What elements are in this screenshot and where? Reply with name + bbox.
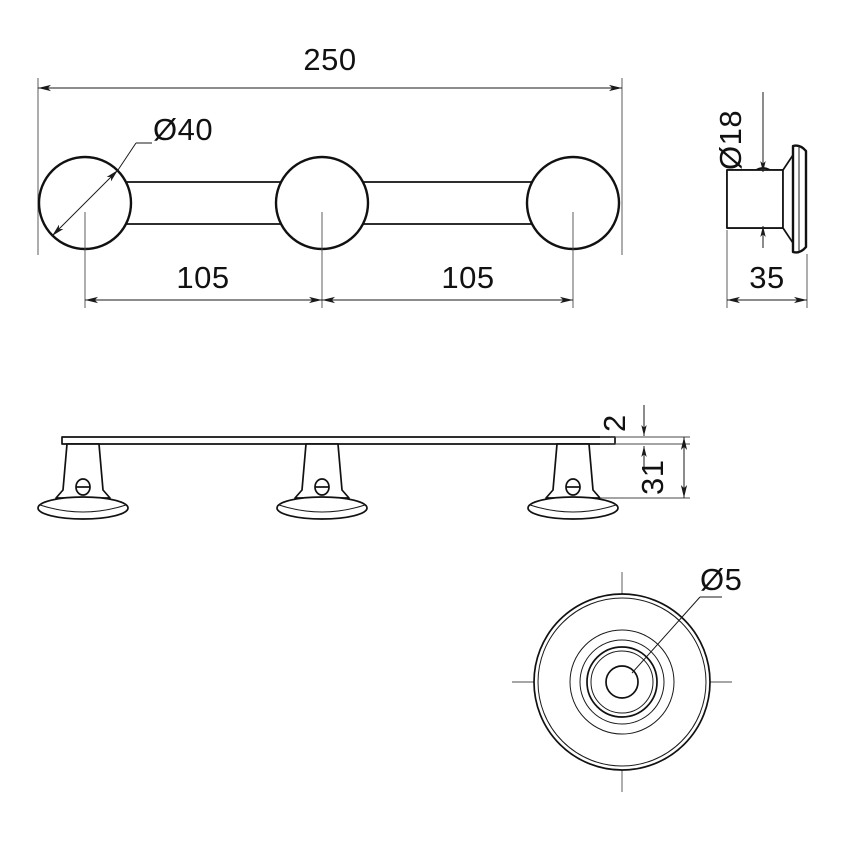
- dimension-line-knob-diameter: [51, 169, 119, 237]
- dimension-label-overall-length: 250: [303, 42, 356, 77]
- rail-bar-elevation: [61, 436, 616, 445]
- knob-shaft-body: [726, 169, 784, 229]
- dimension-label-projection-depth: 35: [749, 260, 784, 295]
- post-flange-right: [527, 496, 619, 520]
- dimension-label-screw-hole-diameter: Ø5: [700, 562, 742, 597]
- post-column-left: [55, 443, 111, 499]
- post-flange-right-underline: [529, 504, 617, 513]
- post-flange-left-underline: [39, 504, 127, 513]
- post-flange-center: [276, 496, 368, 520]
- mounting-post-center: [276, 443, 368, 520]
- knob-neck-flare: [782, 154, 794, 244]
- post-flange-center-underline: [278, 504, 366, 513]
- flange-ring-circle-1: [569, 629, 675, 735]
- flange-detail-group: Ø5: [512, 562, 742, 792]
- front-elevation-group: 2 31: [37, 405, 690, 520]
- mounting-post-right: [527, 443, 619, 520]
- dimension-label-spacing-right: 105: [441, 260, 494, 295]
- post-flange-left: [37, 496, 129, 520]
- screw-hole-circle: [605, 665, 639, 699]
- top-view-group: 250 Ø40 105 105: [37, 42, 623, 308]
- leader-line-knob-diameter: [117, 142, 137, 171]
- leader-line-screw-hole-diameter: [631, 596, 701, 674]
- flange-ring-circle-2: [579, 639, 665, 725]
- flange-outer-circle-inner-edge: [537, 597, 707, 767]
- dimension-label-shaft-diameter: Ø18: [713, 110, 748, 170]
- dimension-label-post-height: 31: [635, 460, 670, 495]
- mounting-post-left: [37, 443, 129, 520]
- dimension-label-bar-thickness: 2: [597, 414, 632, 432]
- flange-ring-circle-4: [590, 650, 654, 714]
- side-view-group: Ø18 35: [713, 92, 808, 308]
- post-column-center: [294, 443, 350, 499]
- dimension-label-spacing-left: 105: [176, 260, 229, 295]
- dimension-label-knob-diameter: Ø40: [153, 112, 213, 147]
